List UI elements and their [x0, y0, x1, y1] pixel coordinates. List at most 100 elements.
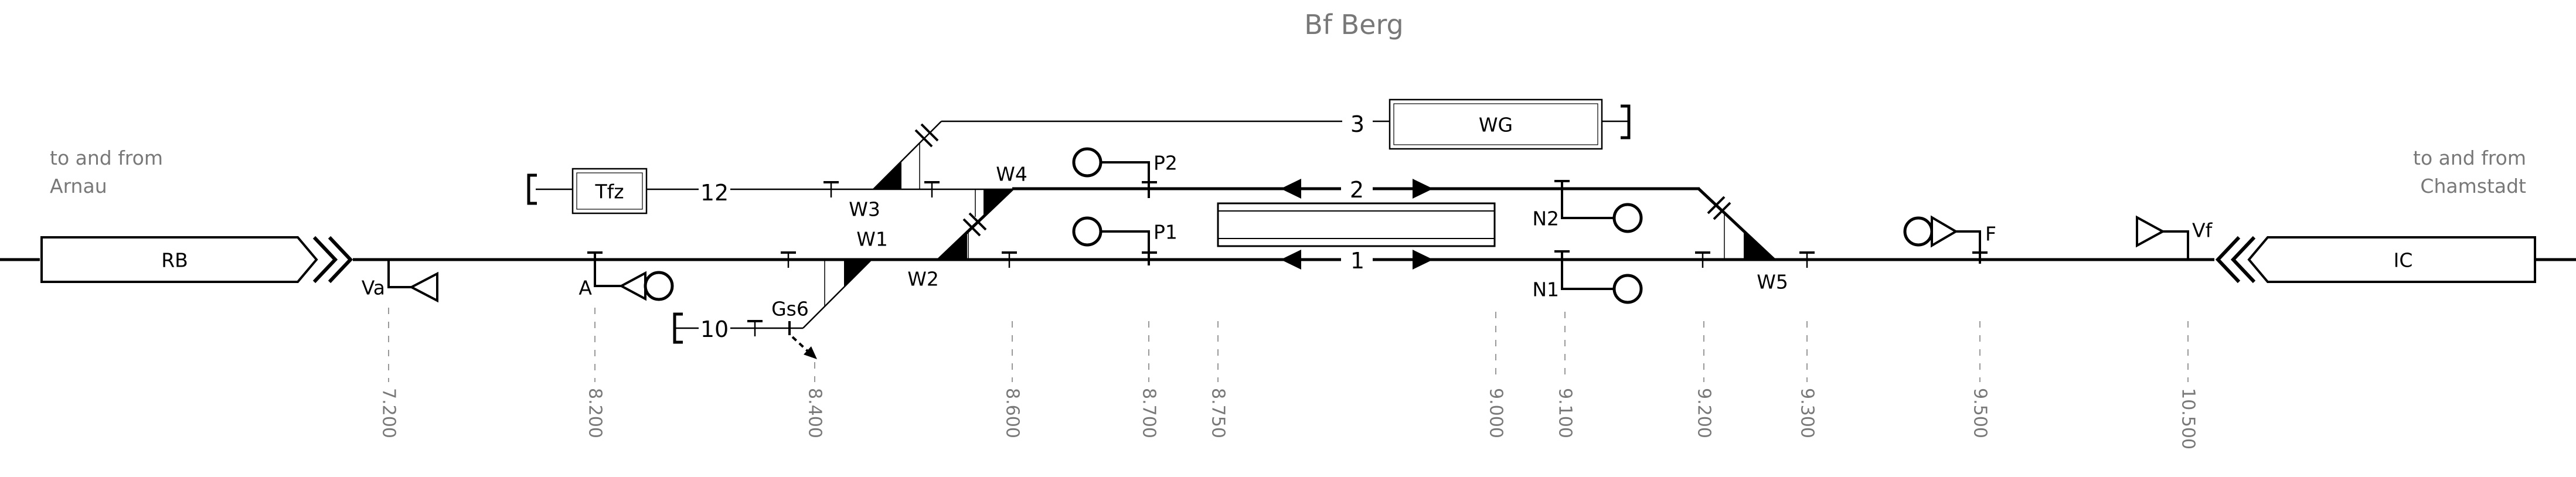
- approach-right-line1: to and from: [2413, 146, 2526, 169]
- switch-w1-frog: [844, 260, 872, 287]
- approach-label-arnau: to and from Arnau: [50, 146, 163, 197]
- chevron-right-icon: [312, 236, 338, 284]
- derailer-gs6: Gs6: [771, 298, 817, 359]
- main-signal-icon: [618, 271, 646, 301]
- track-number-12: 12: [700, 180, 729, 206]
- signal-p1: P1: [1072, 216, 1178, 265]
- switch-w4-frog: [984, 190, 1012, 219]
- svg-text:10: 10: [700, 316, 729, 342]
- section-marker: [823, 181, 839, 197]
- train-label-rb: RB: [161, 249, 188, 272]
- svg-text:1: 1: [1350, 248, 1364, 274]
- mileposts: 7.200 8.200 8.400 8.600 8.700 8.750 9.00…: [379, 308, 2199, 449]
- milepost: 8.200: [585, 308, 605, 438]
- switch-w5-label: W5: [1757, 271, 1788, 294]
- signal-a: A: [579, 251, 674, 301]
- section-marker: [924, 181, 940, 197]
- milepost: 9.200: [1694, 321, 1714, 438]
- track-number-10: 10: [700, 316, 729, 342]
- milepost: 9.500: [1970, 321, 1990, 438]
- train-box-ic: IC: [2215, 236, 2536, 284]
- train-label-ic: IC: [2394, 249, 2413, 272]
- section-marker: [1002, 251, 1017, 268]
- signal-head-icon: [1612, 274, 1643, 304]
- buffer-stop-track10: [673, 312, 683, 344]
- direction-arrow-left-track2: [1281, 179, 1301, 199]
- page-title: Bf Berg: [1304, 9, 1404, 40]
- signal-va: Va: [362, 260, 438, 303]
- signal-p2: P2: [1072, 147, 1178, 198]
- derailer-gs6-label: Gs6: [771, 298, 809, 321]
- signal-a-label: A: [579, 277, 592, 299]
- svg-text:9.300: 9.300: [1797, 388, 1818, 438]
- joint-marks-w5: [1707, 196, 1731, 220]
- chevron-left-icon: [2230, 236, 2256, 284]
- approach-left-line2: Arnau: [50, 175, 107, 197]
- svg-text:8.700: 8.700: [1139, 388, 1159, 438]
- signal-n2: N2: [1532, 180, 1643, 233]
- svg-text:9.100: 9.100: [1555, 388, 1575, 438]
- milepost: 8.600: [1002, 321, 1023, 438]
- switch-w3-label: W3: [849, 198, 880, 221]
- svg-text:2: 2: [1350, 177, 1364, 203]
- svg-text:9.000: 9.000: [1486, 388, 1506, 438]
- signal-n1-label: N1: [1532, 278, 1559, 301]
- platform: [1217, 202, 1496, 247]
- signal-vf-label: Vf: [2192, 219, 2213, 242]
- approach-left-line1: to and from: [50, 146, 163, 169]
- direction-arrow-right-track2: [1413, 179, 1433, 199]
- main-signal-icon: [1931, 215, 1958, 248]
- switch-w4-label: W4: [996, 163, 1027, 186]
- section-markers: [747, 181, 1815, 336]
- signal-head-icon: [644, 271, 674, 301]
- milepost: 10.500: [2178, 321, 2199, 449]
- train-box-rb: RB: [40, 236, 353, 284]
- derailer-arrow-icon: [791, 336, 810, 353]
- section-marker: [1799, 251, 1815, 268]
- chevron-right-icon: [328, 236, 353, 284]
- svg-text:10.500: 10.500: [2178, 388, 2199, 449]
- svg-text:9.200: 9.200: [1694, 388, 1714, 438]
- signal-n1: N1: [1532, 250, 1643, 304]
- signal-va-label: Va: [362, 277, 385, 299]
- switch-w2-label: W2: [907, 268, 939, 291]
- milepost: 9.000: [1486, 312, 1506, 438]
- milepost: 8.750: [1208, 321, 1229, 438]
- section-marker: [1695, 251, 1710, 268]
- signal-vf: Vf: [2136, 215, 2213, 260]
- facility-label-tfz: Tfz: [594, 180, 624, 203]
- signal-n2-label: N2: [1532, 207, 1559, 230]
- track-number-1: 1: [1341, 248, 1373, 274]
- approach-label-chamstadt: to and from Chamstadt: [2413, 146, 2526, 197]
- switch-w3-frog: [873, 161, 901, 189]
- section-marker: [781, 251, 796, 268]
- milepost: 7.200: [379, 308, 399, 438]
- switch-w2-frog: [938, 230, 967, 259]
- approach-right-line2: Chamstadt: [2420, 175, 2526, 197]
- svg-text:9.500: 9.500: [1970, 388, 1990, 438]
- joint-marks-w3: [914, 123, 939, 148]
- milepost: 8.400: [805, 362, 825, 438]
- distant-signal-icon: [409, 271, 438, 303]
- signal-f-label: F: [1985, 223, 1996, 246]
- signal-p1-label: P1: [1153, 221, 1178, 244]
- distant-signal-icon: [2136, 215, 2166, 248]
- facility-box-tfz: Tfz: [571, 168, 648, 214]
- signal-p2-label: P2: [1153, 152, 1178, 175]
- svg-text:12: 12: [700, 180, 729, 206]
- svg-text:8.750: 8.750: [1208, 388, 1229, 438]
- track-number-2: 2: [1341, 177, 1373, 203]
- svg-text:8.600: 8.600: [1002, 388, 1023, 438]
- svg-text:7.200: 7.200: [379, 388, 399, 438]
- signal-head-icon: [1072, 147, 1102, 178]
- signal-f: F: [1903, 215, 1996, 264]
- facility-box-wg: WG: [1389, 98, 1603, 150]
- signal-head-icon: [1072, 216, 1102, 247]
- milepost: 9.300: [1797, 321, 1818, 438]
- section-marker: [747, 320, 763, 336]
- chevron-left-icon: [2215, 236, 2241, 284]
- switch-w5-frog: [1744, 230, 1774, 259]
- signal-head-icon: [1612, 203, 1643, 233]
- svg-text:3: 3: [1350, 111, 1364, 137]
- direction-arrow-left-track1: [1281, 250, 1301, 270]
